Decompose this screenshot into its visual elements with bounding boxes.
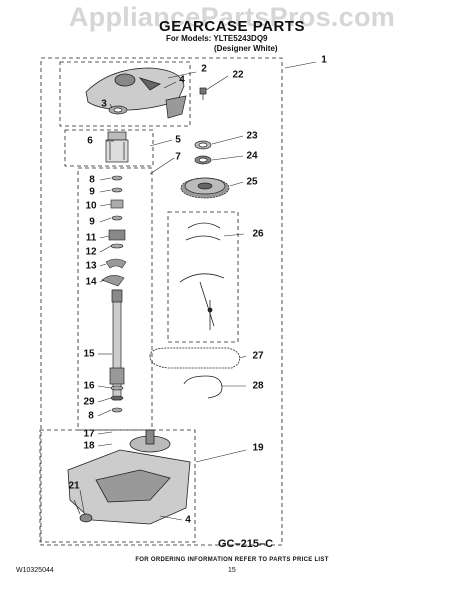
callout-12: 12 [85, 246, 97, 258]
thrust-washer-part [194, 140, 212, 165]
seal-assembly-part [105, 131, 129, 163]
bolt-part [73, 499, 93, 523]
callout-9: 9 [89, 186, 95, 198]
washer-stack-part [108, 175, 126, 249]
model-info: For Models: YLTE5243DQ9 (Designer White) [166, 34, 278, 54]
callout-23: 23 [246, 130, 258, 142]
callout-17: 17 [83, 428, 95, 440]
callout-26: 26 [252, 228, 264, 240]
callout-24: 24 [246, 150, 258, 162]
diagram-code: GC–215–C [218, 538, 274, 550]
retaining-ring-part [183, 375, 223, 399]
gearcase-gasket-part [149, 347, 241, 369]
drive-gear-part [180, 177, 230, 199]
gearcase-housing-part [67, 429, 191, 525]
housing-box-outline [39, 429, 196, 543]
seal-box-outline [64, 129, 154, 167]
gasket-part [165, 95, 187, 119]
callout-5: 5 [175, 134, 181, 146]
callout-25: 25 [246, 176, 258, 188]
callout-27: 27 [252, 350, 264, 362]
callout-1: 1 [321, 54, 327, 66]
agitator-shaft-part [109, 289, 125, 401]
callout-3: 3 [101, 98, 107, 110]
callout-11: 11 [85, 232, 97, 244]
callout-18: 18 [83, 440, 95, 452]
callout-21: 21 [68, 480, 80, 492]
callout-16: 16 [83, 380, 95, 392]
callout-8-lower: 8 [88, 410, 94, 422]
shaft-box-outline [77, 167, 153, 431]
model-line: For Models: YLTE5243DQ9 [166, 34, 268, 43]
callout-8: 8 [89, 174, 95, 186]
cover-box-outline [59, 61, 191, 127]
page-title: GEARCASE PARTS [159, 18, 305, 35]
callout-9-lower: 9 [89, 216, 95, 228]
callout-29: 29 [83, 396, 95, 408]
shift-fork-box-outline [167, 211, 239, 343]
callout-14: 14 [85, 276, 97, 288]
callout-7: 7 [175, 151, 181, 163]
page-number: 15 [228, 567, 236, 574]
footer-note: FOR ORDERING INFORMATION REFER TO PARTS … [135, 557, 329, 563]
callout-2: 2 [201, 63, 207, 75]
callout-6: 6 [87, 135, 93, 147]
callout-19: 19 [252, 442, 264, 454]
callout-4: 4 [179, 74, 185, 86]
callout-4-lower: 4 [185, 514, 191, 526]
model-variant: (Designer White) [214, 44, 278, 53]
seal-part [108, 105, 128, 115]
callout-13: 13 [85, 260, 97, 272]
callout-28: 28 [252, 380, 264, 392]
callout-22: 22 [232, 69, 244, 81]
document-number: W10325044 [16, 567, 54, 574]
shift-fork-part [179, 222, 225, 330]
screw-part [199, 87, 207, 100]
assembly-box-outline [40, 57, 283, 546]
watermark: AppliancePartsPros.com [68, 2, 396, 32]
callout-15: 15 [83, 348, 95, 360]
lower-washer-part [110, 385, 124, 413]
clip-part [101, 258, 127, 287]
callout-10: 10 [85, 200, 97, 212]
